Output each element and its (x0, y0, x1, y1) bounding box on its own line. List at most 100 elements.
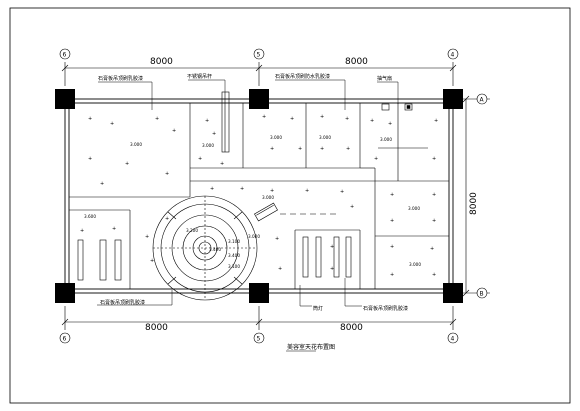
downlight-icon: + (165, 171, 169, 177)
label-downlight: 筒灯 (313, 305, 323, 312)
elevation-mark: 3.400 (209, 247, 221, 252)
downlight-icon: + (270, 146, 274, 152)
svg-text:B: B (480, 291, 484, 298)
downlight-icon: + (432, 272, 436, 278)
label-ceiling-paint-2: 石膏板吊顶刷乳胶漆 (100, 299, 145, 306)
downlight-icon: + (432, 156, 436, 162)
downlight-icon: + (100, 181, 104, 187)
grid-bubble-top-5: 5 (253, 48, 265, 60)
grid-bubble-bottom-6: 6 (59, 332, 71, 344)
svg-text:4: 4 (451, 336, 455, 343)
elevation-mark: 3.100 (228, 264, 240, 269)
downlight-icon: + (212, 131, 216, 137)
label-steel-rod: 不锈钢吊杆 (187, 73, 212, 80)
column (249, 283, 269, 303)
drawing-title: 美容室天花布置图 (287, 343, 335, 351)
label-ceiling-paint-3: 石膏板吊顶刷乳胶漆 (363, 305, 408, 312)
label-waterproof-paint: 石膏板吊顶刷防水乳胶漆 (275, 73, 330, 80)
downlight-icon: + (165, 216, 169, 222)
column (55, 89, 75, 109)
downlight-icon: + (205, 118, 209, 124)
label-ceiling-paint-1: 石膏板吊顶刷乳胶漆 (98, 75, 143, 82)
grid-bubble-bottom-4: 4 (447, 332, 459, 344)
elevation-mark: 3.100 (228, 239, 240, 244)
downlights: + + + + + + + + + + + + + + + + + + + + + + + + + + + + + + + + + + + + + + + +… (80, 114, 438, 278)
downlight-icon: + (298, 146, 302, 152)
exhaust-fan-icons (381, 103, 413, 111)
column (443, 283, 463, 303)
grid-bubble-top-6: 6 (59, 48, 71, 60)
downlight-icon: + (434, 118, 438, 124)
elevation-mark: 3.000 (409, 262, 421, 267)
downlight-icon: + (112, 226, 116, 232)
downlight-icon: + (320, 114, 324, 120)
column (249, 89, 269, 109)
downlight-icon: + (388, 121, 392, 127)
elevation-mark: 3.000 (202, 143, 214, 148)
downlight-icon: + (125, 161, 129, 167)
elevation-mark: 3.600 (84, 214, 96, 219)
dim-bottom-right: 8000 (340, 323, 363, 333)
elevation-mark: 3.400 (228, 253, 240, 258)
downlight-icon: + (345, 116, 349, 122)
bottom-dimension-line (61, 306, 457, 330)
downlight-icon: + (145, 234, 149, 240)
svg-text:4: 4 (451, 52, 455, 59)
downlight-icon: + (390, 244, 394, 250)
grid-bubble-top-4: 4 (447, 48, 459, 60)
downlight-icon: + (278, 266, 282, 272)
label-exhaust-fan: 抽气扇 (377, 75, 392, 82)
downlight-icon: + (275, 236, 279, 242)
circular-ceiling-feature (152, 195, 278, 301)
svg-text:6: 6 (63, 336, 67, 343)
downlight-icon: + (110, 121, 114, 127)
elevation-mark: 3.000 (262, 195, 274, 200)
downlight-icon: + (432, 192, 436, 198)
downlight-icon: + (150, 258, 154, 264)
downlight-icon: + (262, 114, 266, 120)
downlight-icon: + (330, 266, 334, 272)
downlight-icon: + (374, 156, 378, 162)
downlight-icon: + (305, 188, 309, 194)
downlight-icon: + (80, 228, 84, 234)
elevation-mark: 3.000 (270, 135, 282, 140)
downlight-icon: + (290, 116, 294, 122)
elevation-mark: 3.000 (408, 206, 420, 211)
dim-bottom-left: 8000 (145, 323, 168, 333)
column (443, 89, 463, 109)
dim-right: 8000 (469, 192, 479, 215)
elevation-mark: 3.000 (319, 135, 331, 140)
svg-text:6: 6 (63, 52, 67, 59)
downlight-icon: + (155, 116, 159, 122)
leader-lines (97, 79, 399, 307)
downlight-icon: + (320, 146, 324, 152)
top-dimension-line (61, 62, 457, 86)
downlight-icon: + (88, 116, 92, 122)
downlight-icon: + (198, 156, 202, 162)
elevation-mark: 3.200 (186, 228, 198, 233)
dim-top-right: 8000 (345, 57, 368, 67)
grid-bubble-bottom-5: 5 (253, 332, 265, 344)
elevation-mark: 3.000 (380, 137, 392, 142)
downlight-icon: + (390, 272, 394, 278)
outer-wall (64, 98, 454, 294)
downlight-icon: + (340, 189, 344, 195)
downlight-icon: + (390, 192, 394, 198)
downlight-icon: + (390, 218, 394, 224)
downlight-icon: + (270, 188, 274, 194)
sheet-border (9, 7, 571, 404)
downlight-icon: + (210, 186, 214, 192)
structural-columns (55, 89, 463, 303)
column (55, 283, 75, 303)
grid-bubble-right-a: A (476, 93, 488, 105)
dim-top-left: 8000 (150, 57, 173, 67)
downlight-icon: + (432, 218, 436, 224)
downlight-icon: + (350, 204, 354, 210)
downlight-icon: + (330, 244, 334, 250)
svg-text:A: A (480, 97, 485, 104)
svg-text:5: 5 (257, 336, 261, 343)
downlight-icon: + (370, 118, 374, 124)
svg-text:5: 5 (257, 52, 261, 59)
downlight-icon: + (430, 246, 434, 252)
